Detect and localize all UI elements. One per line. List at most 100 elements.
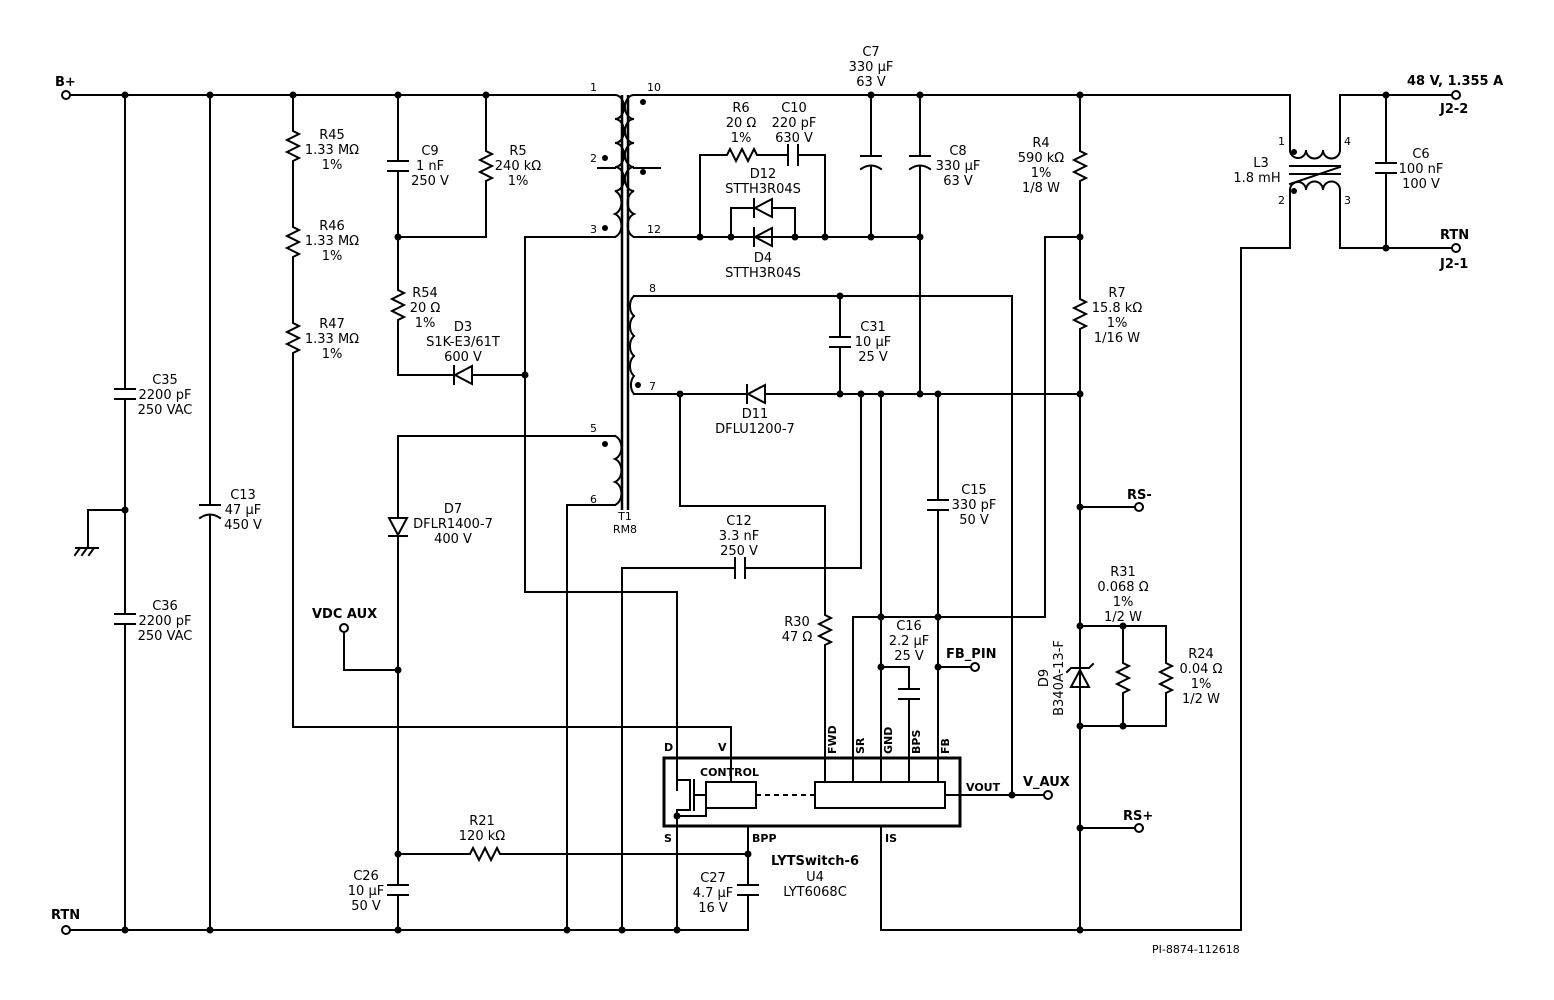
diode-d3 [452,364,473,386]
ic-labels: CONTROL D V S BPP IS VOUT FWD SR GND BPS… [664,725,1001,900]
ic-u4 [662,756,962,828]
capacitors [114,144,1397,896]
resistors [284,127,1175,863]
svg-text:1: 1 [1278,135,1285,148]
svg-text:2: 2 [1278,194,1285,207]
ic-pin-sr: SR [854,737,867,754]
svg-text:4: 4 [1344,135,1351,148]
svg-text:7: 7 [649,380,656,393]
net-b-plus: B+ [55,75,76,90]
earth-ground-icon [73,546,99,557]
capacitor-c36 [114,613,136,625]
capacitor-c6 [1375,162,1397,174]
svg-text:12: 12 [647,223,661,236]
resistor-r4 [1071,147,1089,183]
terminal-b-plus [61,90,71,100]
svg-text:3: 3 [1344,194,1351,207]
net-j2-1: J2-1 [1439,257,1468,272]
net-48v: 48 V, 1.355 A [1407,74,1503,89]
ic-pin-fb: FB [939,738,952,754]
resistor-r7 [1071,295,1089,331]
ic-control-label: CONTROL [700,766,759,779]
capacitor-c26 [387,884,409,896]
ic-pin-fwd: FWD [826,725,839,754]
svg-text:6: 6 [590,493,597,506]
terminal-vdc-aux [339,623,349,633]
terminal-rtn [61,925,71,935]
net-rs-plus: RS+ [1123,809,1153,824]
svg-text:3: 3 [590,223,597,236]
junctions [121,91,1390,934]
net-rtn: RTN [51,908,80,923]
svg-text:5: 5 [590,422,597,435]
terminal-rs-plus [1134,823,1144,833]
ic-pin-s: S [664,832,672,845]
terminals [61,90,1461,935]
resistor-r6 [723,146,759,164]
capacitor-c10 [787,144,799,166]
ic-pin-bps: BPS [910,730,923,754]
resistor-r45 [284,127,302,163]
net-rs-minus: RS- [1127,488,1152,503]
resistor-r30 [816,611,834,647]
ic-ref: U4 [806,870,824,885]
resistor-r31 [1114,659,1132,695]
resistor-r5 [477,147,495,183]
schottky-d9 [1065,662,1095,688]
ic-pin-gnd: GND [882,727,895,754]
net-fb-pin: FB_PIN [946,647,997,662]
pin-numbers: 1 2 3 5 6 10 12 8 7 1 2 3 4 [590,81,1351,506]
diode-d11 [745,383,766,405]
drawing-id: PI-8874-112618 [1152,943,1240,956]
net-vdc-aux: VDC AUX [312,607,377,622]
svg-text:8: 8 [649,282,656,295]
choke-l3 [1288,148,1342,194]
transformer-t1 [602,93,646,510]
capacitor-c7 [859,155,883,171]
svg-text:10: 10 [647,81,661,94]
diodes [387,197,1095,688]
net-j2-2: J2-2 [1439,102,1468,117]
capacitor-c12 [734,557,746,579]
net-labels: B+ RTN 48 V, 1.355 A J2-2 RTN J2-1 VDC A… [51,74,1503,923]
net-rtn-out: RTN [1440,228,1469,243]
ic-name: LYTSwitch-6 [771,854,859,869]
resistor-r24 [1157,659,1175,695]
wires [65,94,1456,931]
capacitor-c15 [927,499,949,511]
net-v-aux: V_AUX [1023,775,1070,790]
capacitor-c27 [737,884,759,896]
capacitor-c16 [898,688,920,700]
resistor-r54 [389,286,407,322]
terminal-j2-2 [1451,90,1461,100]
terminal-fb-pin [970,662,980,672]
capacitor-c35 [114,388,136,400]
